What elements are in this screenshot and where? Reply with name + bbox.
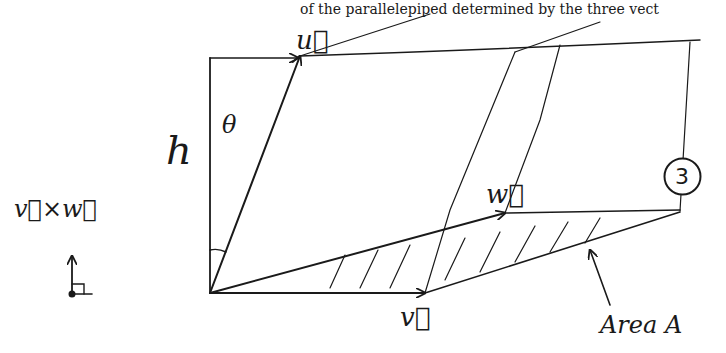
vector-label: v⃗ [400, 303, 430, 332]
callout-number: 3 [675, 164, 689, 189]
vector-label: u⃗ [296, 26, 328, 55]
normal-arrow [71, 256, 73, 294]
height-line [209, 58, 211, 293]
height-label: h [166, 128, 192, 172]
base-hatching [330, 218, 600, 288]
angle-label: θ [222, 112, 236, 138]
cross-product-label: v⃗×w⃗ [14, 196, 97, 222]
vector-v [210, 292, 425, 294]
area-label: Area A [600, 312, 682, 338]
vector-u [210, 56, 300, 293]
cut-heading: of the parallelepiped determined by the … [300, 2, 659, 17]
vector-label: w⃗ [486, 180, 524, 209]
callout-circle: 3 [663, 157, 702, 196]
area-leader [590, 250, 610, 305]
